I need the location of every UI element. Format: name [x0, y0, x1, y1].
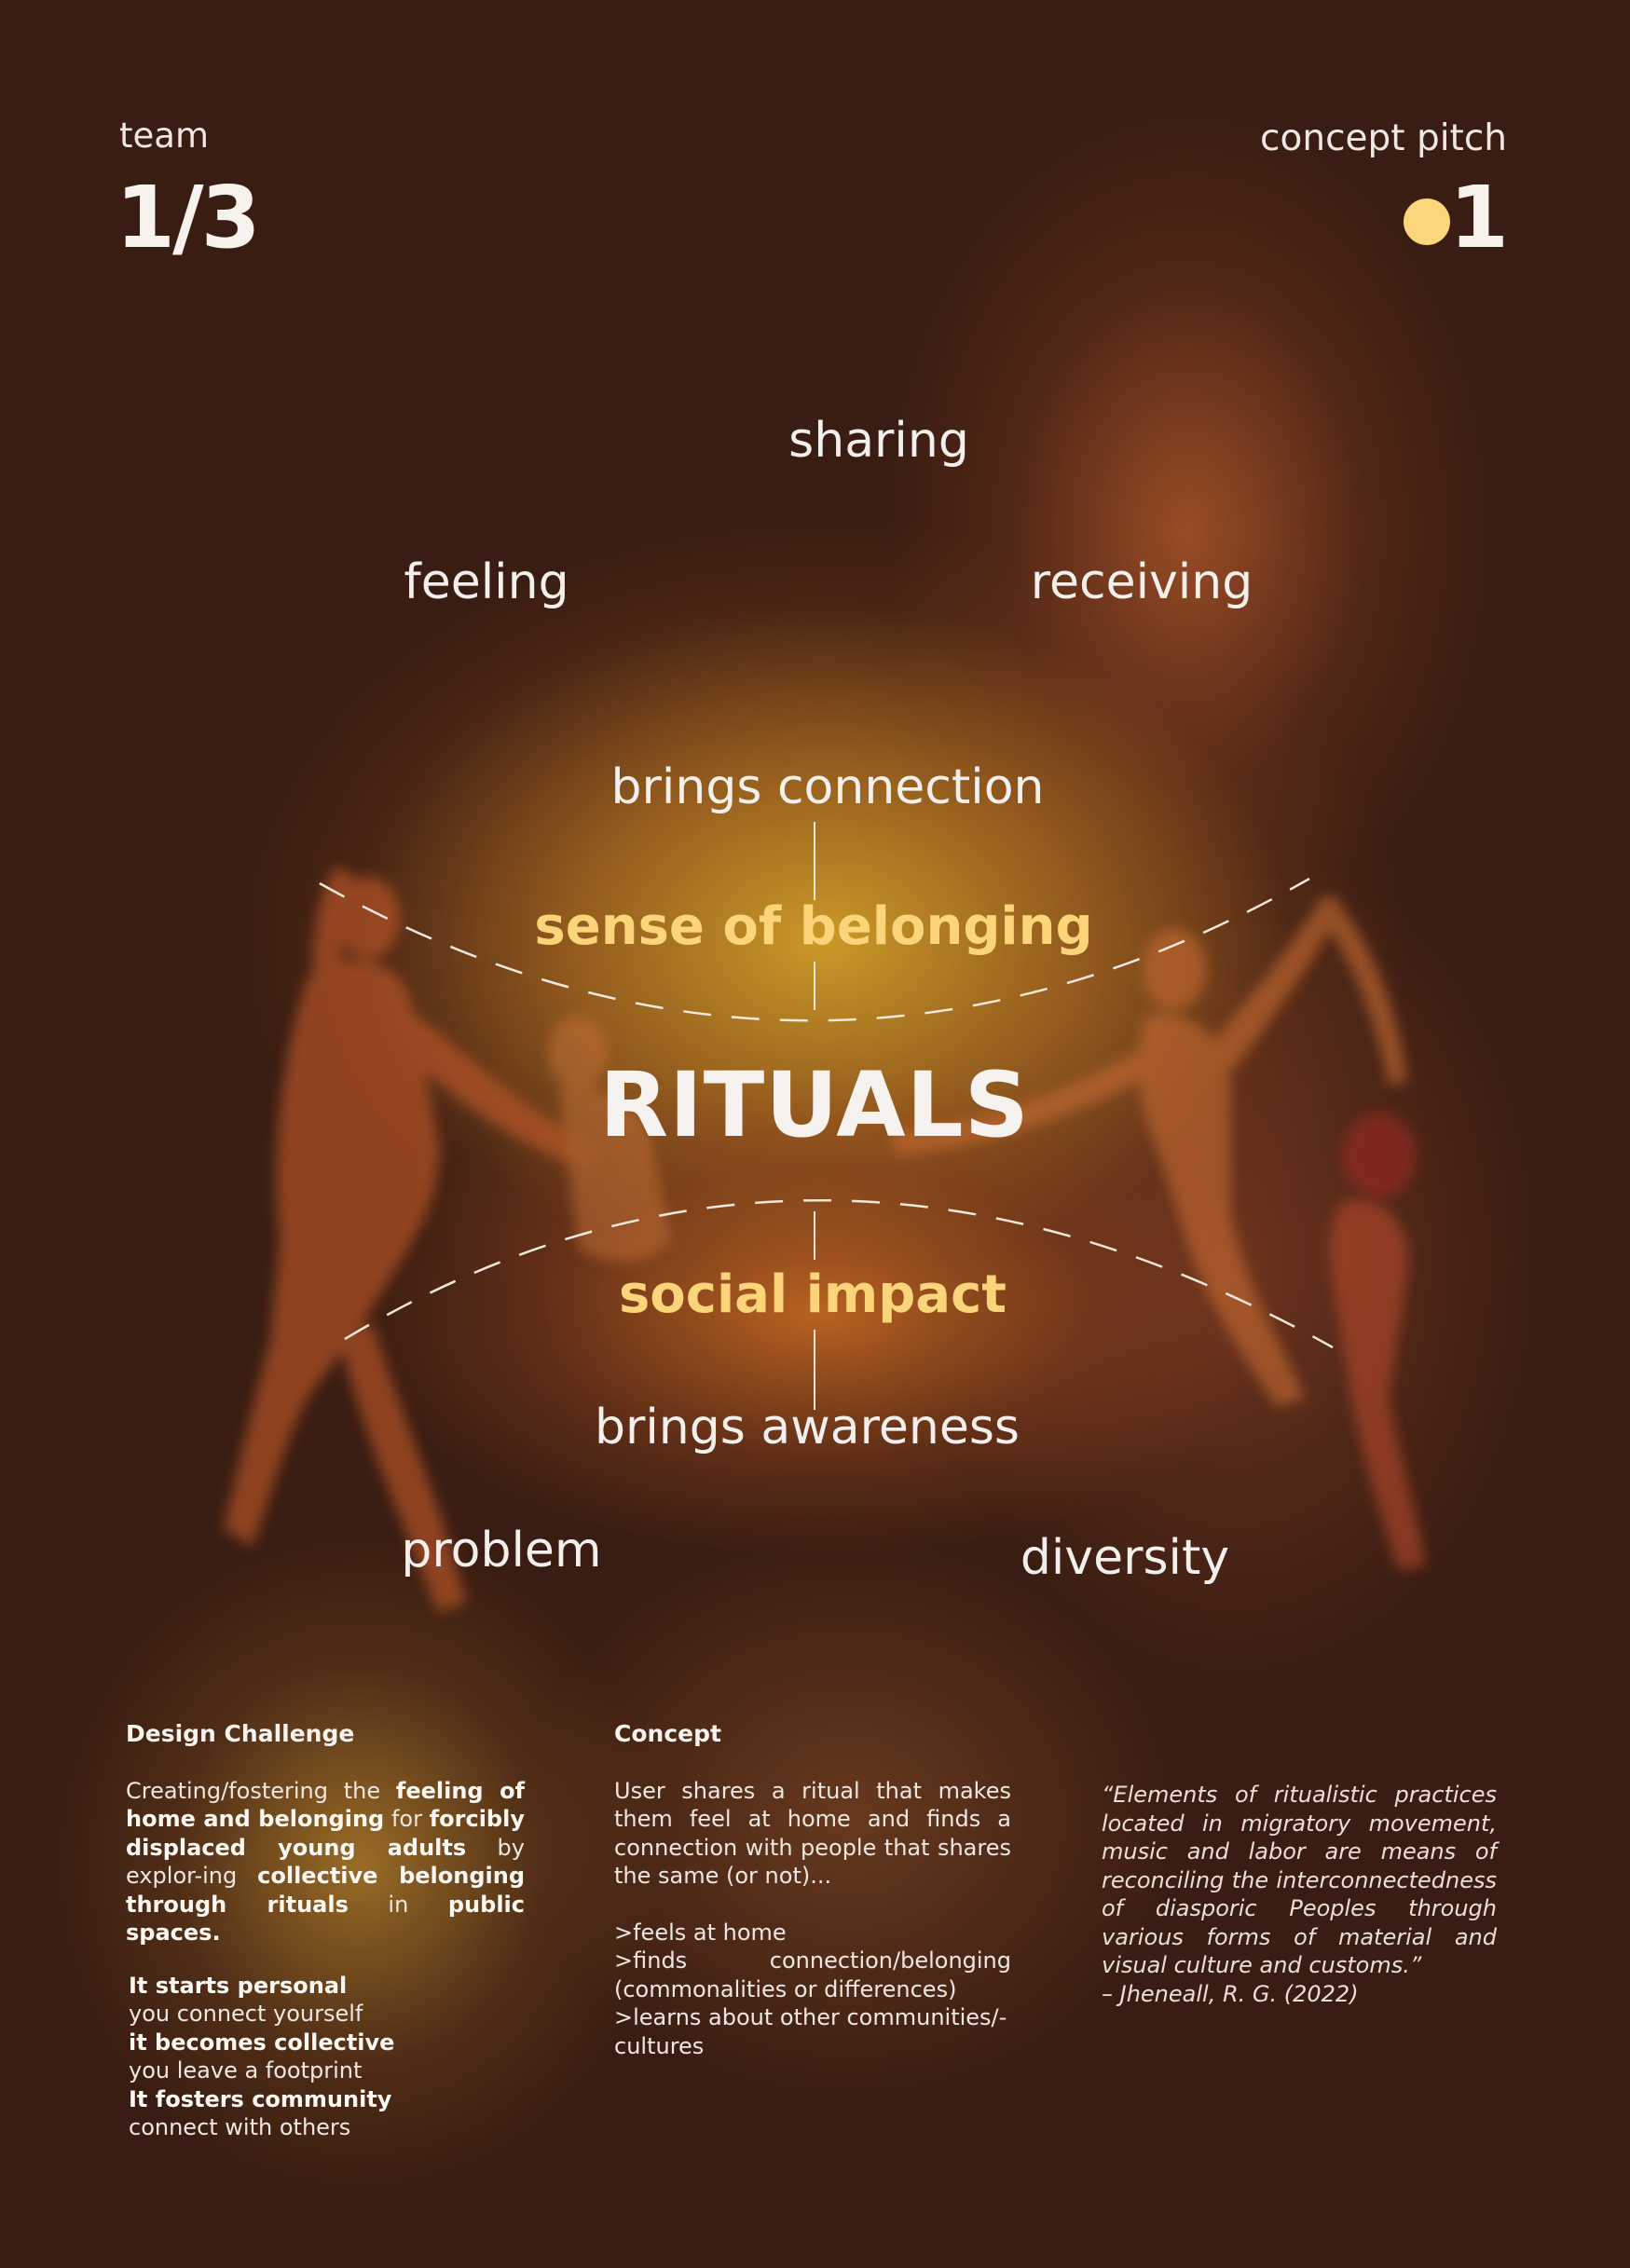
design-challenge-section: Design Challenge Creating/fostering the … — [126, 1720, 525, 2142]
stage-1-text: you connect yourself — [129, 2001, 363, 2027]
word-feeling: feeling — [404, 554, 569, 610]
accent-sense-of-belonging: sense of belonging — [534, 896, 1093, 957]
quote-citation: – Jheneall, R. G. (2022) — [1102, 1980, 1359, 2007]
dc-text-part: for — [384, 1806, 430, 1832]
dc-text-bold: forcibly displaced young adults — [126, 1806, 525, 1861]
concept-heading: Concept — [614, 1720, 721, 1747]
stage-1-title: It starts personal — [129, 1972, 348, 1999]
dancer-bottom-right — [1330, 1113, 1426, 1570]
concept-item-2-detail: (commonalities or differences) — [614, 1975, 957, 2002]
quote-text: “Elements of ritualistic practices locat… — [1102, 1782, 1497, 1978]
dc-text-part: by explor-ing — [126, 1834, 525, 1890]
dc-text-part: Creating/fostering the — [126, 1777, 396, 1804]
design-challenge-heading: Design Challenge — [126, 1720, 355, 1747]
word-receiving: receiving — [1030, 554, 1253, 610]
dc-text-bold: public spaces. — [126, 1891, 525, 1947]
accent-social-impact: social impact — [618, 1264, 1007, 1325]
word-sharing: sharing — [788, 413, 969, 469]
stage-2-text: you leave a footprint — [129, 2057, 363, 2084]
glow-bottom-center — [522, 1537, 1174, 2097]
design-challenge-text: Creating/fostering the feeling of home a… — [126, 1777, 525, 1947]
phrase-brings-awareness: brings awareness — [594, 1400, 1020, 1455]
concept-item-1: >feels at home — [614, 1919, 787, 1946]
word-problem: problem — [401, 1523, 602, 1578]
concept-item-3: >learns about other communities/-culture… — [614, 2004, 1007, 2059]
dc-text-bold: collective belonging through rituals — [126, 1863, 525, 1918]
concept-item-2-main: connection/belonging — [769, 1947, 1011, 1974]
phrase-brings-connection: brings connection — [610, 759, 1045, 815]
stage-2-title: it becomes collective — [129, 2029, 395, 2056]
rituals-title: RITUALS — [599, 1053, 1030, 1157]
stage-3-text: connect with others — [129, 2114, 351, 2140]
concept-item-2: >finds connection/belonging — [614, 1947, 1011, 1975]
dc-text-bold: feeling of home and belonging — [126, 1777, 525, 1833]
stages-list: It starts personal you connect yourself … — [126, 1972, 525, 2142]
concept-paragraph: User shares a ritual that makes them fee… — [614, 1777, 1011, 1890]
quote-section: “Elements of ritualistic practices locat… — [1102, 1781, 1497, 2008]
spacer — [614, 1891, 1011, 1919]
concept-pitch-number: 1 — [1448, 168, 1509, 267]
word-diversity: diversity — [1020, 1530, 1230, 1586]
team-number: 1/3 — [116, 168, 261, 267]
yellow-dot-icon — [1404, 198, 1450, 245]
concept-item-2-prefix: >finds — [614, 1947, 688, 1974]
dc-text-part: in — [348, 1891, 448, 1918]
concept-pitch-label: concept pitch — [1260, 117, 1507, 159]
team-label: team — [119, 116, 209, 156]
stage-3-title: It fosters community — [129, 2085, 392, 2112]
concept-section: Concept User shares a ritual that makes … — [614, 1720, 1011, 2060]
dancer-left — [224, 867, 596, 1612]
